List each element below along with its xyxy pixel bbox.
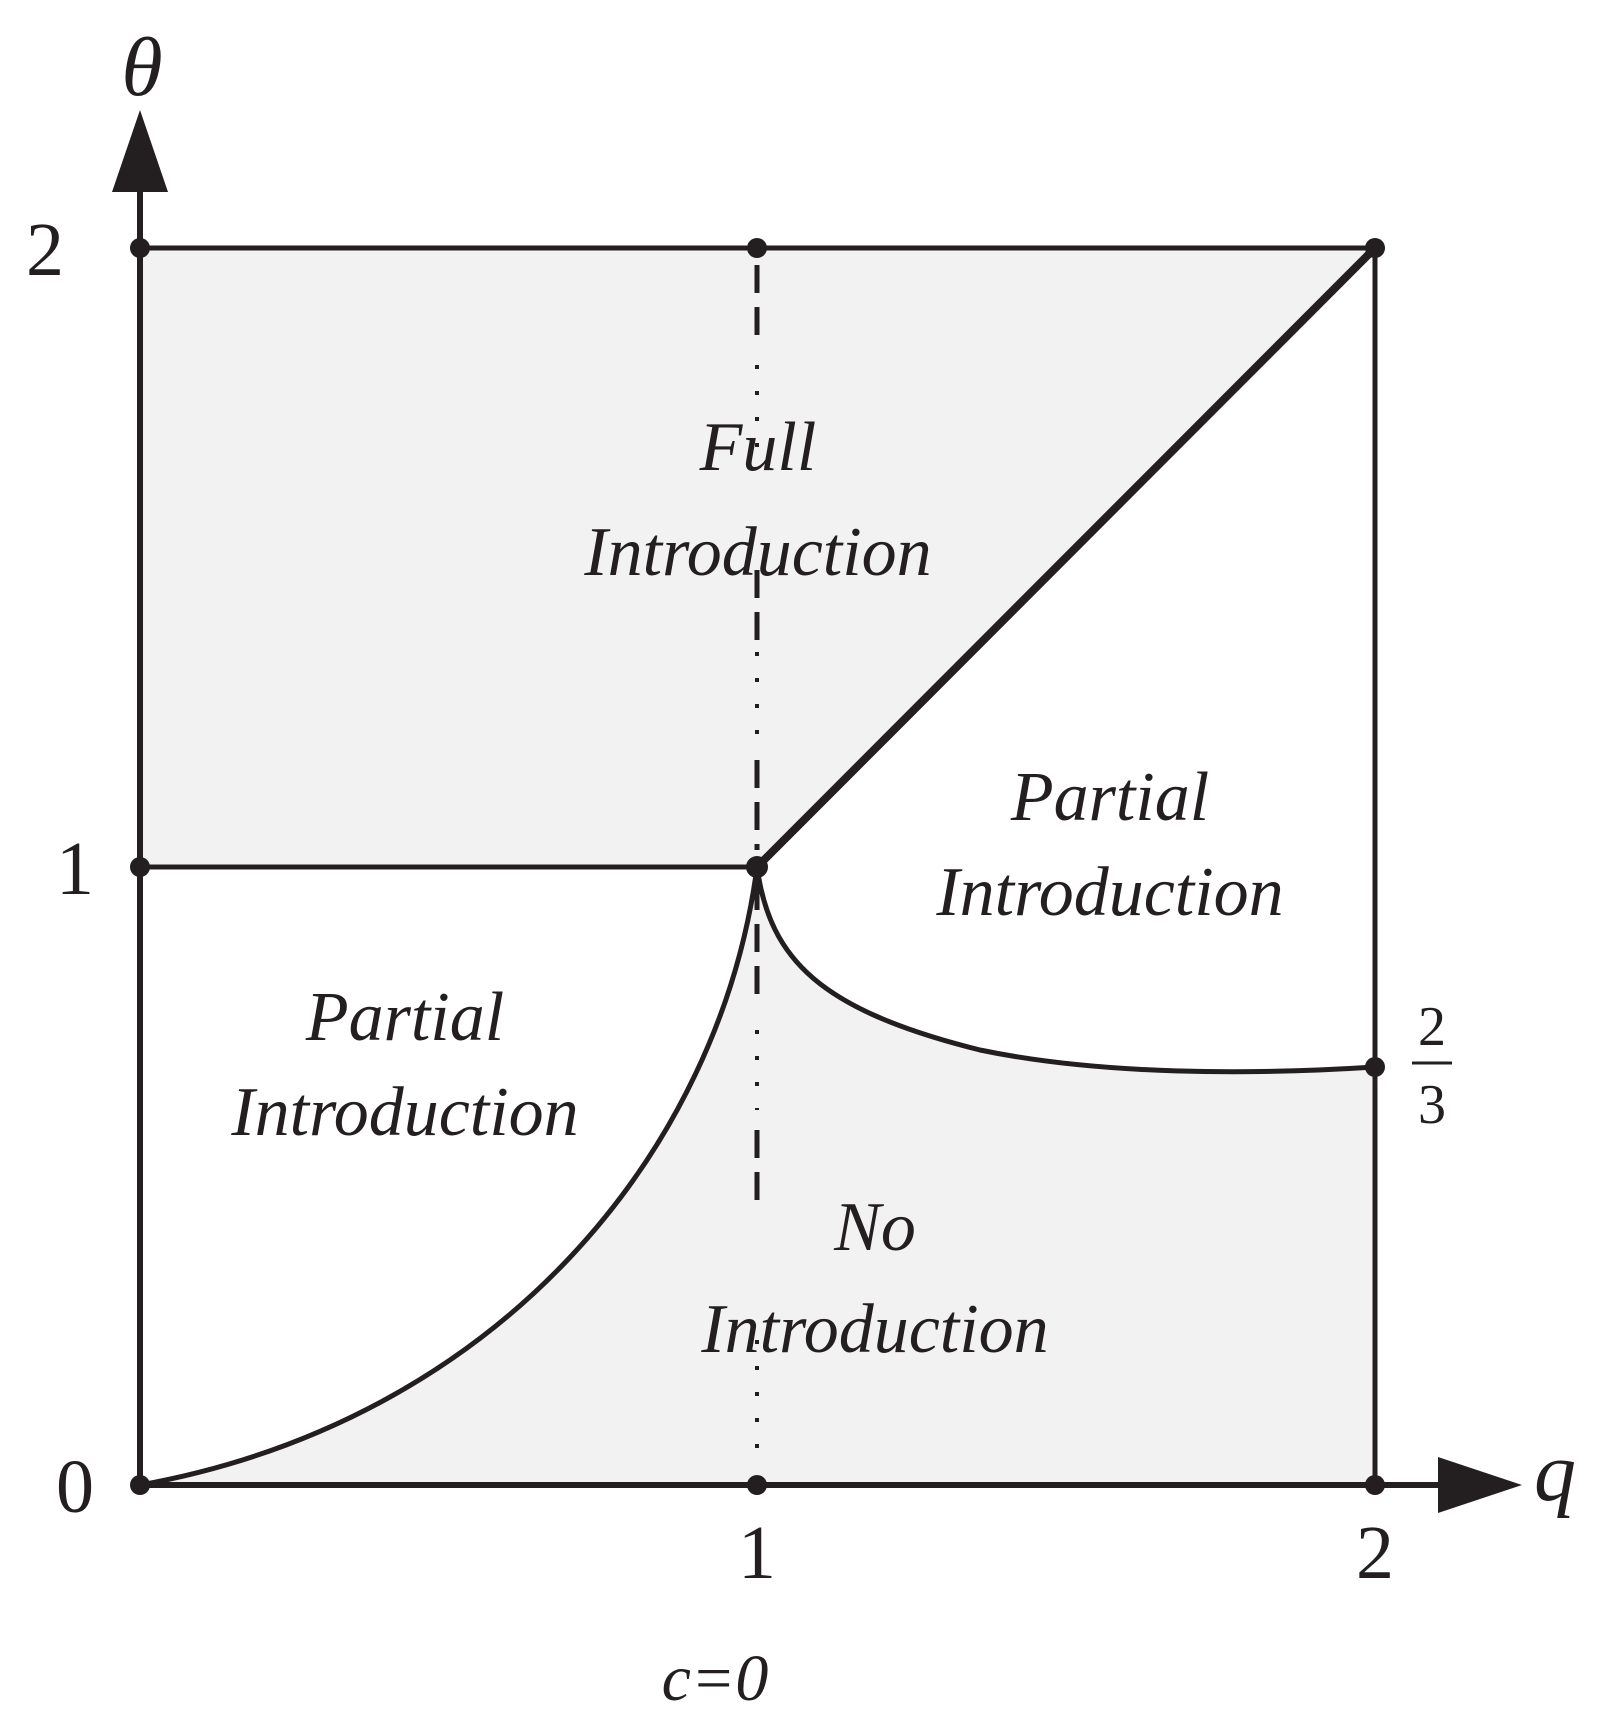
region-partial-left-label-line1: Partial: [305, 979, 504, 1056]
region-full-label-line1: Full: [699, 409, 817, 486]
region-full-shade: [140, 248, 1375, 867]
region-none-label-line1: No: [833, 1189, 916, 1266]
right-decay-boundary: [754, 866, 1376, 1075]
axes: [137, 185, 1440, 1488]
y-tick-1: 1: [56, 827, 94, 911]
dot-two-thirds: [1365, 1057, 1385, 1077]
region-partial-upper-label-line2: Introduction: [935, 854, 1283, 931]
fraction-denominator: 3: [1418, 1074, 1446, 1136]
y-tick-0: 0: [56, 1445, 94, 1529]
diagonal-boundary: [753, 244, 1379, 871]
x-axis-label: q: [1534, 1426, 1576, 1519]
two-thirds-label: 2 3: [1412, 996, 1452, 1136]
dot-q1-axis: [747, 1475, 767, 1495]
region-none-label-line2: Introduction: [700, 1291, 1048, 1368]
x-tick-2: 2: [1356, 1511, 1394, 1595]
x-axis-arrow-icon: [1438, 1457, 1522, 1513]
y-axis-arrow-icon: [112, 110, 168, 192]
dot-corner-top-right: [1365, 238, 1385, 258]
marker-dots: [130, 238, 1385, 1495]
dot-theta1-axis: [130, 857, 150, 877]
dot-q1-top: [747, 238, 767, 258]
dot-theta2-axis: [130, 238, 150, 258]
region-partial-upper-label-line1: Partial: [1010, 759, 1209, 836]
y-tick-2: 2: [26, 208, 64, 292]
caption-c-equals-zero: c=0: [662, 1642, 769, 1715]
region-full-label-line2: Introduction: [583, 514, 931, 591]
region-partial-left-label-line2: Introduction: [230, 1074, 578, 1151]
fraction-numerator: 2: [1418, 996, 1446, 1058]
dot-q2-axis: [1365, 1475, 1385, 1495]
dot-origin: [130, 1475, 150, 1495]
y-axis-label: θ: [121, 21, 162, 114]
dot-center: [746, 856, 768, 878]
left-convex-boundary: [139, 866, 760, 1488]
x-tick-1: 1: [738, 1511, 776, 1595]
